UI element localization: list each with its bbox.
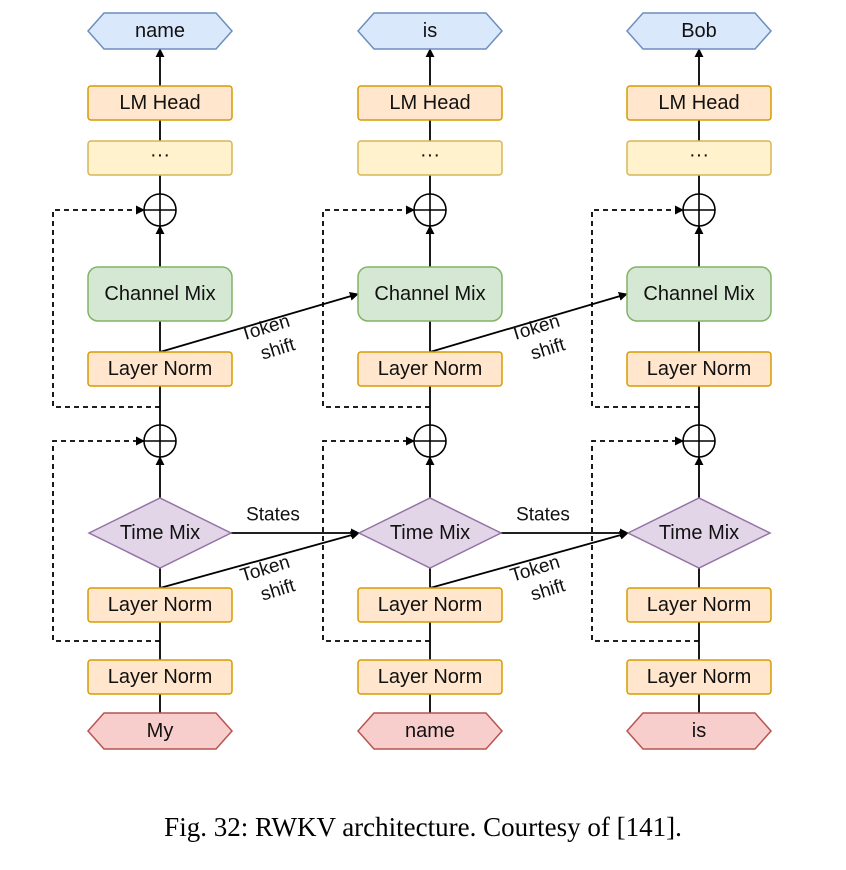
layer-norm-label: Layer Norm [108,358,212,380]
layer-norm-label: Layer Norm [378,358,482,380]
residual-time-mix [322,436,430,642]
layer-norm-label: Layer Norm [647,666,751,688]
add-icon [413,193,447,227]
token-shift-label: Tokenshift [238,552,300,610]
residual-time-mix [52,436,160,642]
channel-mix-label: Channel Mix [643,283,754,305]
token-shift-arrow [159,291,359,353]
output-token-label: name [135,20,185,42]
layer-norm [87,587,233,623]
residual-time-mix [591,436,699,642]
output-token [86,12,234,50]
layer-norm-label: Layer Norm [108,666,212,688]
layer-norm [87,351,233,387]
input-token [86,712,234,750]
input-token [356,712,504,750]
input-token-label: My [147,720,174,742]
states-label: States [246,505,300,526]
token-shift-label: Tokenshift [508,311,570,369]
time-mix [357,497,503,569]
states-label: States [516,505,570,526]
input-token-label: name [405,720,455,742]
ellipsis-block [626,140,772,176]
input-token [625,712,773,750]
figure-caption: Fig. 32: RWKV architecture. Courtesy of … [164,812,682,842]
add-icon [143,424,177,458]
channel-mix-label: Channel Mix [374,283,485,305]
lm-head-label: LM Head [389,92,470,114]
layer-norm [357,351,503,387]
layer-norm-label: Layer Norm [108,594,212,616]
layer-norm [626,587,772,623]
time-mix-label: Time Mix [390,522,470,544]
ellipsis-label: ··· [689,144,709,166]
layer-norm [626,659,772,695]
output-token-label: is [423,20,437,42]
layer-norm-label: Layer Norm [378,594,482,616]
ellipsis-block [87,140,233,176]
output-token-label: Bob [681,20,717,42]
layer-norm [357,659,503,695]
layer-norm [626,351,772,387]
token-shift-arrow [429,530,629,589]
add-icon [143,193,177,227]
output-token [625,12,773,50]
layer-norm-label: Layer Norm [378,666,482,688]
channel-mix [87,266,233,322]
add-icon [413,424,447,458]
lm-head [626,85,772,121]
layer-norm [357,587,503,623]
token-shift-arrow [429,291,628,353]
ellipsis-label: ··· [420,144,440,166]
time-mix-label: Time Mix [659,522,739,544]
add-icon [682,193,716,227]
output-token [356,12,504,50]
token-shift-label: Tokenshift [508,552,570,610]
layer-norm [87,659,233,695]
channel-mix [626,266,772,322]
ellipsis-block [357,140,503,176]
ellipsis-label: ··· [150,144,170,166]
input-token-label: is [692,720,706,742]
channel-mix-label: Channel Mix [104,283,215,305]
layer-norm-label: Layer Norm [647,358,751,380]
time-mix [87,497,233,569]
lm-head-label: LM Head [658,92,739,114]
lm-head [87,85,233,121]
token-shift-label: Tokenshift [238,311,300,369]
lm-head [357,85,503,121]
channel-mix [357,266,503,322]
layer-norm-label: Layer Norm [647,594,751,616]
add-icon [682,424,716,458]
time-mix-label: Time Mix [120,522,200,544]
lm-head-label: LM Head [119,92,200,114]
token-shift-arrow [159,530,360,589]
time-mix [626,497,772,569]
